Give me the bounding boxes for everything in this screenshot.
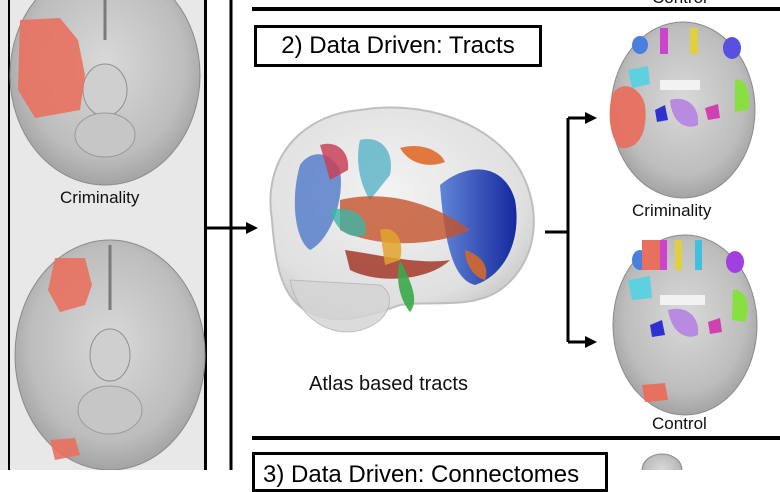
lesion-region: [48, 258, 92, 312]
atlas-tract-brain: [269, 106, 535, 333]
tracts-section-title: 2) Data Driven: Tracts: [254, 25, 542, 67]
arrow-branch-to-results: [545, 112, 597, 348]
left-panel-border: [8, 0, 10, 470]
connectomes-section-title: 3) Data Driven: Connectomes: [252, 452, 608, 492]
lesion-region: [50, 438, 80, 460]
left-brain-control: [14, 239, 206, 470]
right-brain-control: [612, 234, 758, 416]
atlas-caption: Atlas based tracts: [309, 373, 468, 395]
right-label-control-top: Control: [652, 0, 707, 8]
left-brain-criminality: [9, 0, 201, 186]
right-brain-criminality: [609, 21, 756, 199]
lesion-region: [18, 18, 85, 118]
right-label-criminality: Criminality: [632, 201, 712, 220]
diagram-canvas: [9, 0, 780, 470]
right-label-control-bottom: Control: [652, 414, 707, 433]
section3-brain-thumbnail: [641, 453, 683, 470]
arrow-left-to-tracts: [207, 222, 258, 234]
left-label-criminality: Criminality: [60, 188, 140, 207]
